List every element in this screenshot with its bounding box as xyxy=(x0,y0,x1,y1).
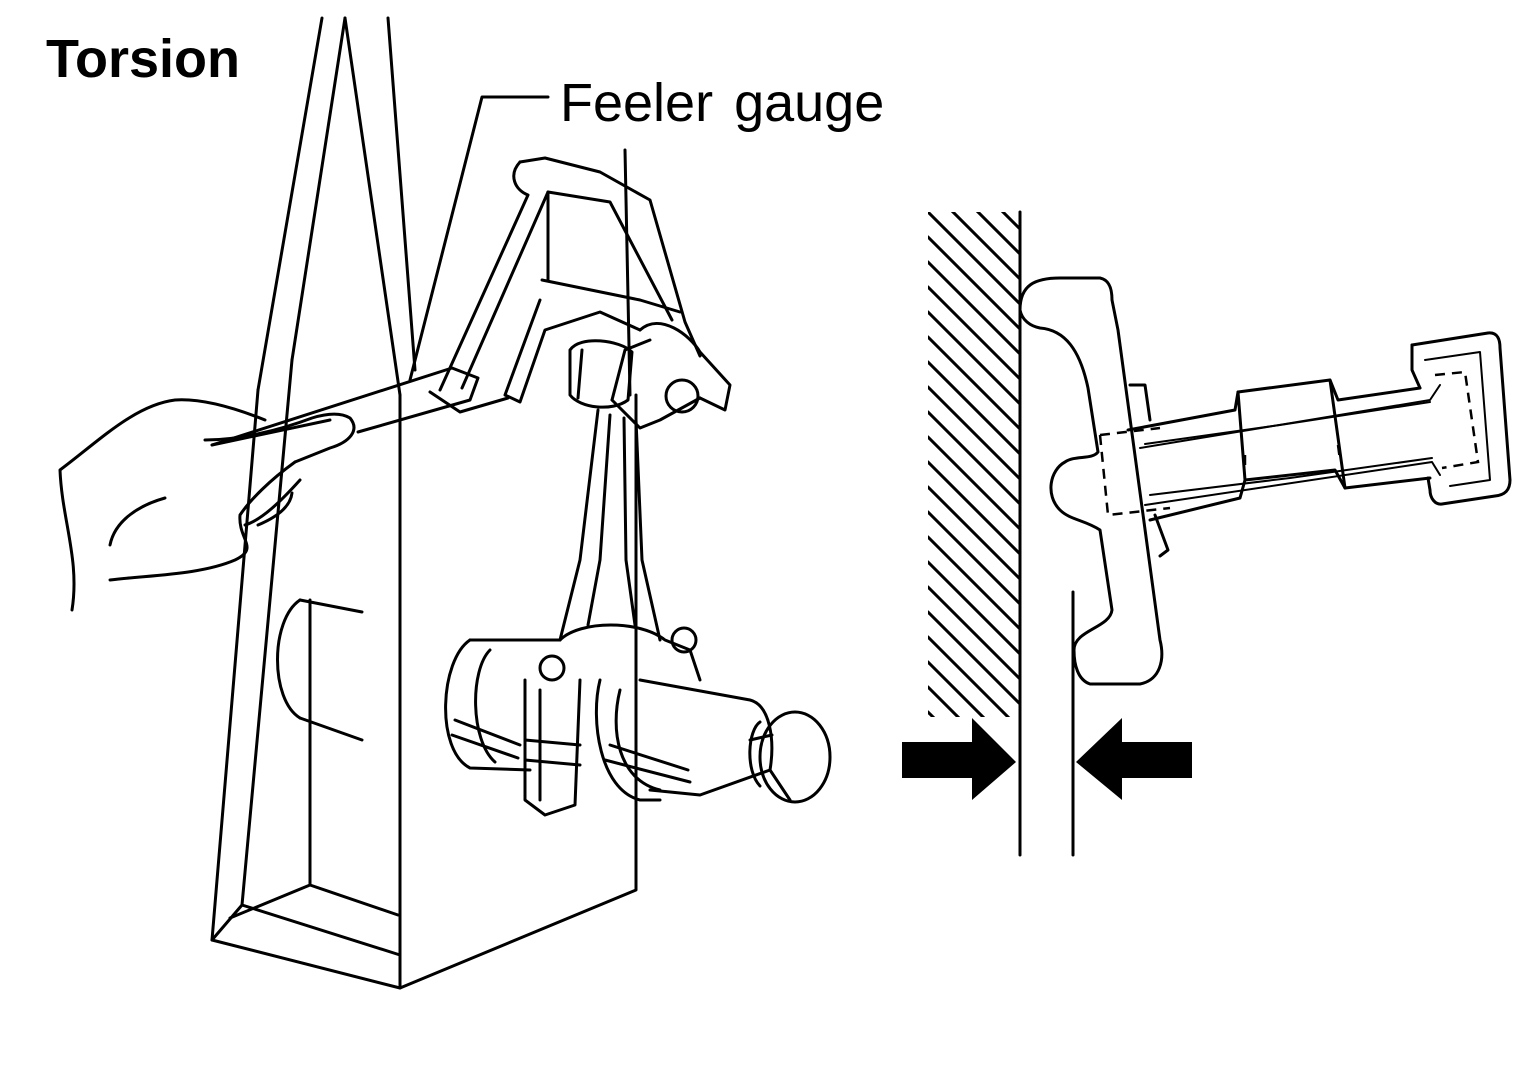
hatch-line xyxy=(928,212,1020,306)
hatch-line xyxy=(928,112,1020,204)
hatch-line xyxy=(950,212,1020,281)
hatch-line xyxy=(975,212,1020,256)
hatch-line xyxy=(928,310,1020,406)
hatch-line xyxy=(928,385,1020,481)
hatch-line xyxy=(928,510,1020,606)
hatch-line xyxy=(928,410,1020,506)
hatch-line xyxy=(928,635,1011,717)
connecting-rod xyxy=(558,339,702,802)
hatch-line xyxy=(928,260,1020,356)
arrow-right-icon xyxy=(902,718,1016,800)
connecting-rod-detail xyxy=(1018,276,1512,686)
alignment-fixture xyxy=(210,16,638,990)
gap-indicator-arrows xyxy=(902,590,1192,857)
hatch-line xyxy=(928,62,1020,154)
feeler-gauge-label: Feeler gauge xyxy=(560,73,885,133)
hatch-line xyxy=(928,610,1020,706)
leader-line xyxy=(408,95,550,382)
fixture-arm xyxy=(428,156,732,430)
hatch-line xyxy=(928,485,1020,581)
hand-holding-gauge xyxy=(58,366,480,612)
hatch-line xyxy=(1000,212,1020,231)
hatch-line xyxy=(928,37,1020,129)
arrow-left-icon xyxy=(1076,718,1192,800)
hatch-line xyxy=(928,87,1020,179)
hatch-line xyxy=(928,460,1020,556)
hatch-line xyxy=(928,0,1020,54)
hatch-line xyxy=(928,685,961,717)
hatch-line xyxy=(928,335,1020,431)
hatch-line xyxy=(928,285,1020,381)
figure-title: Torsion xyxy=(46,29,240,89)
hatch-line xyxy=(928,235,1020,331)
hatched-reference-surface xyxy=(928,0,1022,879)
hatch-line xyxy=(928,0,1020,79)
hatch-line xyxy=(928,535,1020,631)
hatch-line xyxy=(928,787,1020,879)
hatch-line xyxy=(928,12,1020,104)
hatch-line xyxy=(928,435,1020,531)
crank-shaft xyxy=(444,638,832,817)
hatch-line xyxy=(928,360,1020,456)
hatch-line xyxy=(928,560,1020,656)
hatch-line xyxy=(928,660,986,717)
hatch-line xyxy=(928,585,1020,681)
